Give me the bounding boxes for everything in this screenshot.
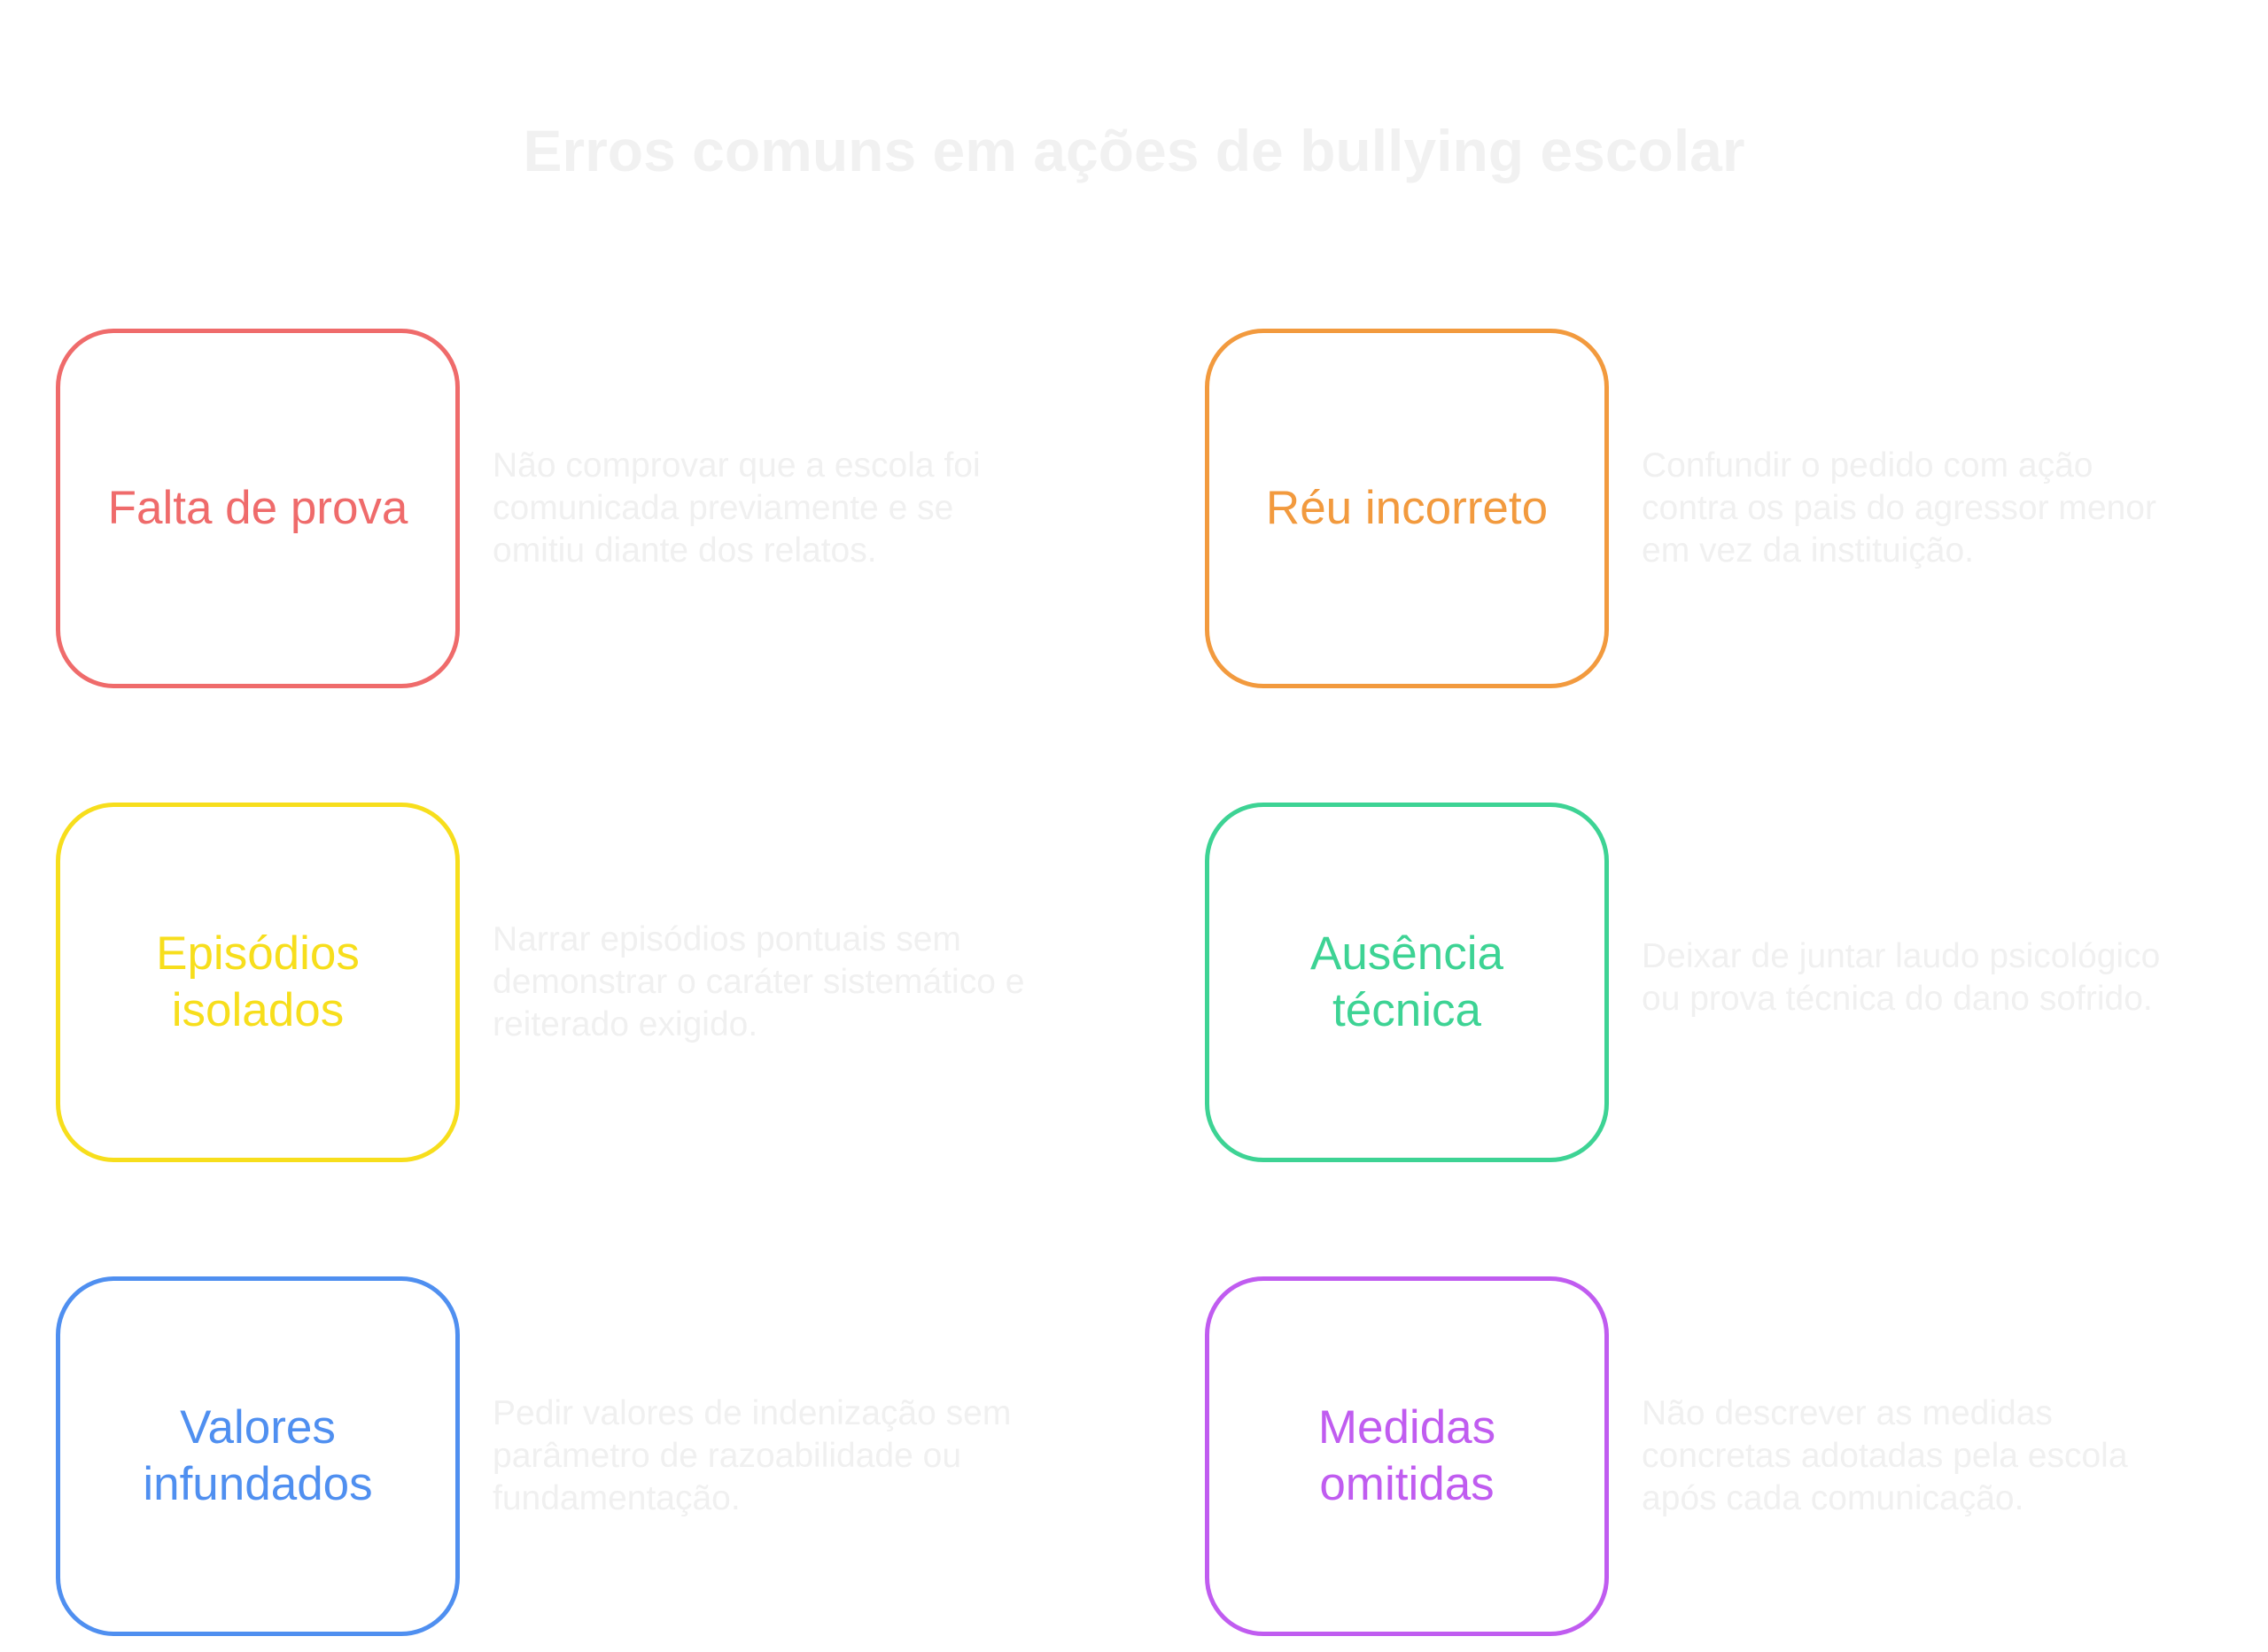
card-label: Falta de prova bbox=[107, 482, 408, 534]
error-card-ausencia-tecnica: Ausência técnica bbox=[1205, 803, 1609, 1162]
error-card-reu-incorreto: Réu incorreto bbox=[1205, 329, 1609, 688]
card-label: Episódios isolados bbox=[156, 927, 360, 1036]
card-description: Pedir valores de indenização sem parâmet… bbox=[493, 1394, 1012, 1517]
card-description: Não comprovar que a escola foi comunicad… bbox=[493, 446, 981, 570]
error-card-valores-infundados: Valores infundados bbox=[56, 1276, 460, 1636]
error-card-episodios-isolados: Episódios isolados bbox=[56, 803, 460, 1162]
card-label: Medidas omitidas bbox=[1317, 1401, 1496, 1510]
card-description: Confundir o pedido com ação contra os pa… bbox=[1642, 446, 2156, 570]
card-description: Narrar episódios pontuais sem demonstrar… bbox=[493, 920, 1025, 1043]
error-card-falta-de-prova: Falta de prova bbox=[56, 329, 460, 688]
card-label: Ausência técnica bbox=[1309, 927, 1504, 1036]
card-description: Deixar de juntar laudo psicológico ou pr… bbox=[1642, 937, 2161, 1018]
card-label: Réu incorreto bbox=[1265, 482, 1549, 534]
card-description: Não descrever as medidas concretas adota… bbox=[1642, 1394, 2128, 1517]
card-label: Valores infundados bbox=[143, 1401, 373, 1510]
page-title: Erros comuns em ações de bullying escola… bbox=[523, 118, 1745, 183]
error-card-medidas-omitidas: Medidas omitidas bbox=[1205, 1276, 1609, 1636]
